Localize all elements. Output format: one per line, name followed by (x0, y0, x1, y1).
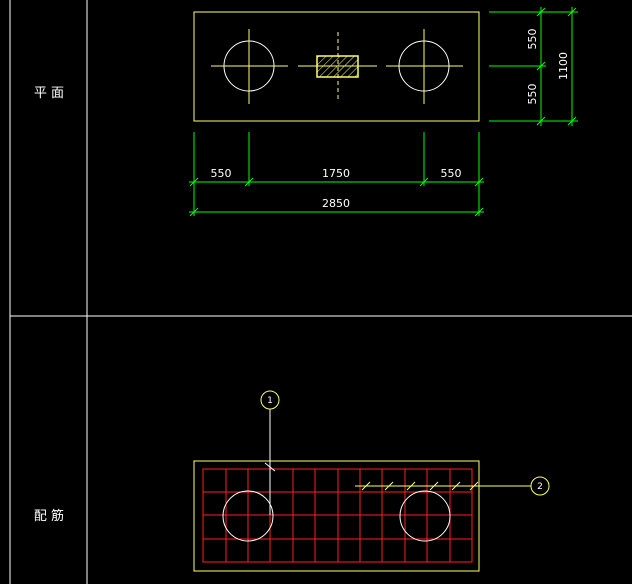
drawing-frame (9, 0, 632, 584)
rebar-pile-left (222, 490, 274, 542)
row-label-reinforcement: 配 筋 (34, 508, 64, 524)
plan-horizontal-dimensions (189, 132, 484, 217)
callout-2-label: 2 (537, 482, 543, 492)
plan-dim-upper-segment: 550 (526, 29, 539, 50)
rebar-cap-outline (193, 460, 480, 572)
callout-1-leader (264, 409, 276, 515)
callout-2-bubble (530, 476, 550, 496)
plan-dim-total-width: 2850 (322, 197, 350, 210)
plan-column-hatch (316, 55, 359, 78)
plan-cap-outline (193, 11, 480, 122)
plan-vertical-dimensions (489, 7, 578, 126)
callout-2-leader (355, 481, 531, 491)
reinforcement-view: 1 2 (193, 390, 550, 572)
rebar-mesh (202, 468, 473, 563)
plan-dim-lower-segment: 550 (526, 84, 539, 105)
plan-dim-middle-segment: 1750 (322, 167, 350, 180)
callout-1-label: 1 (267, 396, 273, 406)
plan-dim-total-height: 1100 (557, 52, 570, 80)
row-label-plan: 平 面 (34, 86, 64, 101)
plan-dim-left-segment: 550 (211, 167, 232, 180)
callout-1-bubble (260, 390, 280, 410)
plan-view: 550 1750 550 2850 550 550 1100 (189, 7, 578, 217)
rebar-pile-right (399, 490, 451, 542)
plan-dim-right-segment: 550 (441, 167, 462, 180)
